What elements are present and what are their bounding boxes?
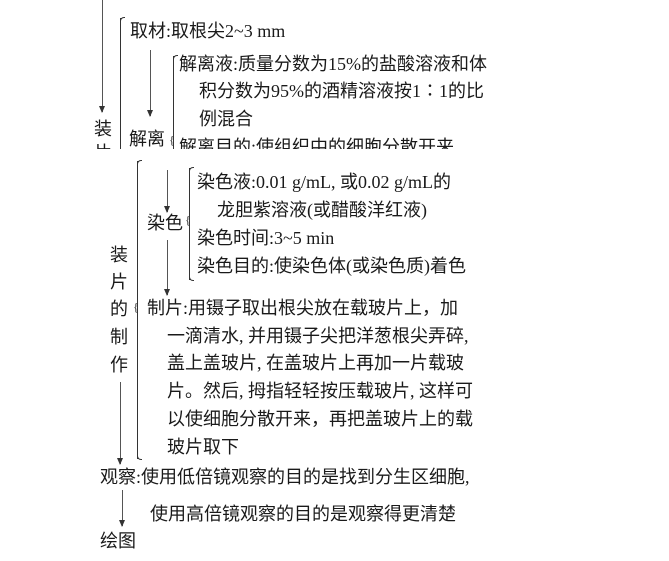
top-section-cropped: 装 片 取材:取根尖2~3 mm 解离 { 解离液:质量分数为15%的盐酸溶液和…: [0, 0, 669, 149]
staining-liquid-line: 染色液:0.01 g/mL, 或0.02 g/mL的: [197, 172, 451, 192]
material-text: 取材:取根尖2~3 mm: [130, 21, 286, 41]
drawing-label: 绘图: [100, 531, 136, 551]
making-line: 玻片取下: [167, 437, 239, 457]
bracket-icon: [120, 17, 125, 149]
flow-arrow-icon: [117, 382, 123, 465]
dissociation-purpose: 解离目的:使组织中的细胞分散开来: [179, 137, 454, 149]
making-line: 片。然后, 拇指轻轻按压载玻片, 这样可: [167, 381, 473, 401]
left-label: 装: [94, 119, 112, 139]
slide-prep-label-char: 装: [110, 245, 128, 265]
brace-icon: {: [169, 55, 178, 149]
staining-liquid-line: 龙胆紫溶液(或醋酸洋红液): [217, 200, 427, 220]
dissociation-label: 解离: [129, 129, 165, 149]
flow-arrow-icon: [99, 0, 105, 113]
observation-line: 观察:使用低倍镜观察的目的是找到分生区细胞,: [100, 467, 470, 487]
flow-arrow-icon: [147, 50, 153, 117]
staining-time: 染色时间:3~5 min: [197, 228, 335, 248]
staining-purpose: 染色目的:使染色体(或染色质)着色: [197, 256, 466, 276]
dissociation-liquid-line: 积分数为95%的酒精溶液按1∶1的比: [199, 81, 484, 101]
dissociation-liquid-line: 解离液:质量分数为15%的盐酸溶液和体: [179, 54, 487, 74]
flow-arrow-icon: [164, 240, 170, 296]
dissociation-liquid-line: 例混合: [199, 109, 253, 129]
flow-arrow-icon: [119, 490, 125, 527]
brace-icon: {: [185, 167, 194, 281]
left-label-cut: 片: [94, 142, 112, 149]
slide-prep-label-char: 的: [110, 299, 128, 319]
flow-arrow-icon: [164, 170, 170, 213]
making-line: 制片:用镊子取出根尖放在载玻片上，加: [147, 298, 458, 318]
observation-line: 使用高倍镜观察的目的是观察得更清楚: [150, 504, 456, 524]
making-line: 以使细胞分散开来，再把盖玻片上的载: [167, 409, 473, 429]
large-brace-icon: {: [133, 160, 142, 460]
slide-prep-label-char: 片: [110, 272, 128, 292]
slide-prep-label-char: 作: [110, 355, 128, 375]
slide-prep-label-char: 制: [110, 327, 128, 347]
staining-label: 染色: [147, 213, 183, 233]
making-line: 一滴清水, 并用镊子尖把洋葱根尖弄碎,: [167, 326, 469, 346]
making-line: 盖上盖玻片, 在盖玻片上再加一片载玻: [167, 353, 464, 373]
